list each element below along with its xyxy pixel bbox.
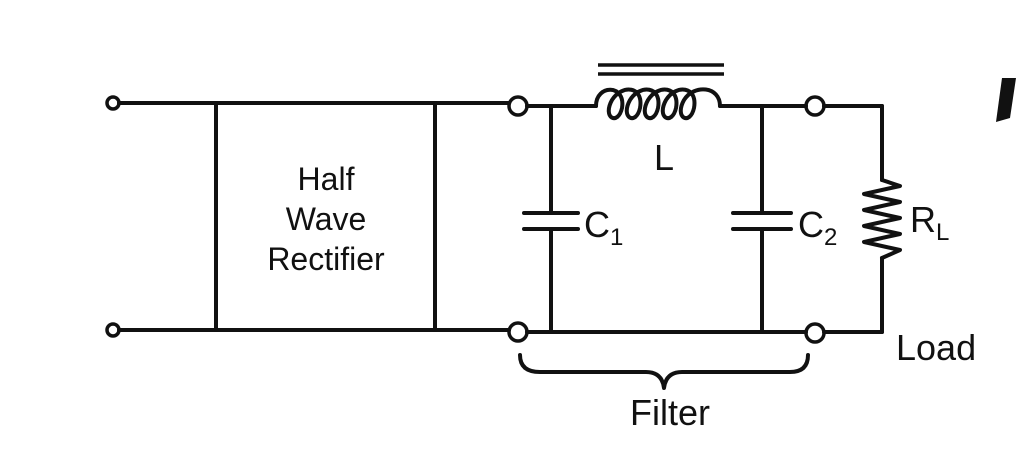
c2-letter: C: [798, 204, 824, 245]
filter-input-node-bottom: [507, 321, 529, 343]
rectifier-label-line2: Wave: [286, 201, 367, 237]
rl-zigzag: [862, 178, 902, 260]
filter-output-node-top: [804, 95, 826, 117]
rl-subscript: L: [936, 219, 949, 246]
rectifier-label-line1: Half: [298, 161, 355, 197]
rl-letter: R: [910, 199, 936, 240]
c1-subscript: 1: [610, 224, 623, 251]
inductor-label: L: [654, 137, 674, 178]
c2-label: C2: [798, 204, 837, 251]
rl-label: RL: [910, 199, 949, 246]
c1-letter: C: [584, 204, 610, 245]
edge-mark: [996, 78, 1016, 122]
load-label: Load: [896, 327, 976, 368]
inductor-coil: [594, 87, 722, 121]
filter-output-node-bottom: [804, 322, 826, 344]
c2-subscript: 2: [824, 224, 837, 251]
rectifier-label-line3: Rectifier: [267, 241, 385, 277]
filter-label: Filter: [630, 392, 710, 433]
filter-input-node-top: [507, 95, 529, 117]
c1-label: C1: [584, 204, 623, 251]
filter-brace: [518, 353, 810, 390]
